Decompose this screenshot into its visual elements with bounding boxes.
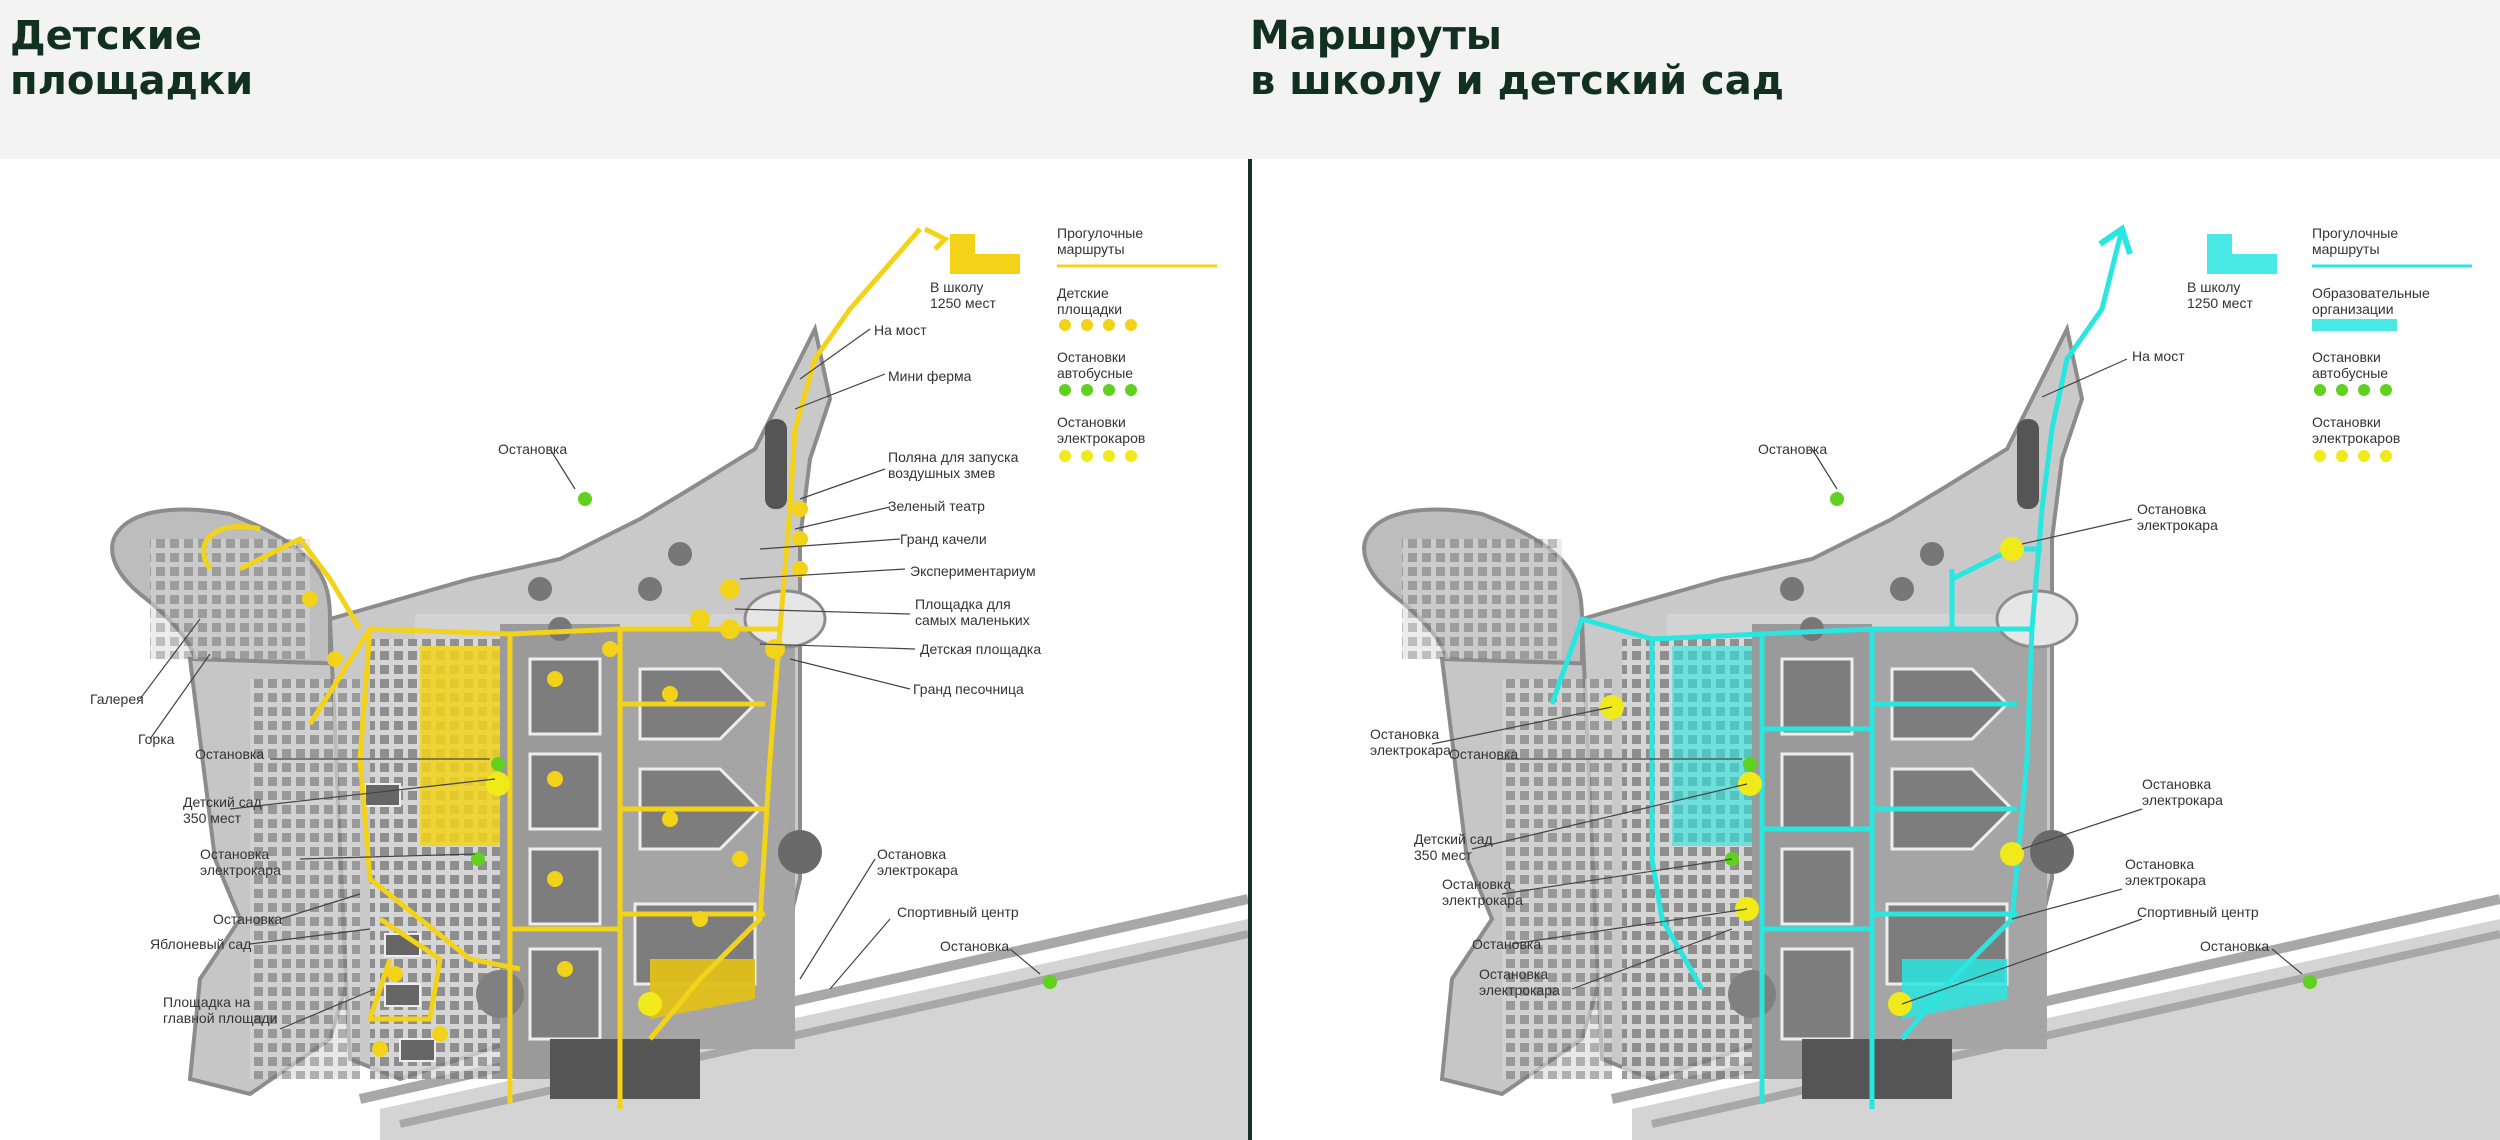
bus-stop: [1830, 492, 1844, 506]
school-icon: [950, 234, 975, 274]
label-orchard: Яблоневый сад: [150, 936, 251, 952]
label-stop-top: Остановка: [498, 441, 567, 457]
right-title: Маршруты в школу и детский сад: [1250, 13, 1785, 104]
kindergarten-zone: [420, 646, 500, 846]
playground-dots: [302, 501, 808, 1057]
label-stop-top: Остановка: [1758, 441, 1827, 457]
ecar-stop: [2000, 537, 2024, 561]
ecar-stop: [1888, 992, 1912, 1016]
label-farm: Мини ферма: [888, 368, 972, 384]
label-gallery: Галерея: [90, 691, 144, 707]
left-title: Детские площадки: [10, 13, 254, 104]
ecar-stop: [486, 772, 510, 796]
label-swings: Гранд качели: [900, 531, 987, 547]
school-icon: [2207, 234, 2232, 274]
arrow-icon: [923, 226, 950, 251]
panel-divider: [1248, 159, 1252, 1140]
label-stop-1: Остановка: [1449, 746, 1518, 762]
territory: [1362, 323, 2085, 1099]
label-stop-2: Остановка: [213, 911, 282, 927]
bus-stop: [471, 852, 485, 866]
arrow-icon: [2098, 224, 2133, 255]
label-theatre: Зеленый театр: [888, 498, 985, 514]
label-hill: Горка: [138, 731, 175, 747]
bus-stop: [491, 757, 505, 771]
walk-routes: [201, 227, 922, 1109]
bus-stop: [578, 492, 592, 506]
label-stop-1: Остановка: [195, 746, 264, 762]
ecar-stop: [638, 992, 662, 1016]
bus-stop: [2303, 975, 2317, 989]
bus-stop: [1043, 975, 1057, 989]
label-stop-right: Остановка: [2200, 938, 2269, 954]
label-stop-right: Остановка: [940, 938, 1009, 954]
header: Детские площадки Маршруты в школу и детс…: [0, 0, 2500, 159]
label-experiment: Экспериментариум: [910, 563, 1036, 579]
label-sport: Спортивный центр: [2137, 904, 2259, 920]
ecar-stop: [2000, 842, 2024, 866]
label-sandbox: Гранд песочница: [913, 681, 1024, 697]
bus-stop: [1743, 757, 1757, 771]
label-bridge: На мост: [874, 322, 927, 338]
label-sport: Спортивный центр: [897, 904, 1019, 920]
label-kids: Детская площадка: [920, 641, 1041, 657]
kindergarten-zone: [1672, 646, 1752, 846]
ecar-stop: [1738, 772, 1762, 796]
label-bridge: На мост: [2132, 348, 2185, 364]
label-stop-2: Остановка: [1472, 936, 1541, 952]
